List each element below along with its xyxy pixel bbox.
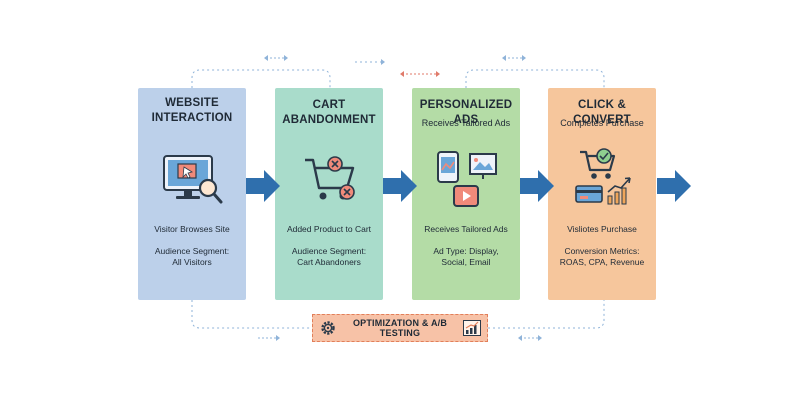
ads-channels-icon	[432, 148, 500, 210]
flow-arrow-icon	[657, 168, 693, 204]
stage-card-cart-abandonment: CART ABANDONMENT Added Product to Cart A…	[275, 88, 383, 300]
stage-title: WEBSITE INTERACTION	[151, 97, 233, 124]
segment-value: All Visitors	[172, 257, 212, 267]
metrics-label: Conversion Metrics:	[564, 246, 640, 256]
loop-line-bottom-right	[488, 300, 605, 329]
monitor-search-icon	[158, 148, 226, 210]
stage-title: CLICK & CONVERT	[573, 99, 631, 126]
ad-type-label: Ad Type: Display,	[433, 246, 499, 256]
stage-description: Visitor Browses Site	[154, 224, 230, 234]
stage-subtitle: Receives Tailored Ads	[421, 118, 511, 128]
flow-arrow-icon	[246, 168, 282, 204]
segment-label: Audience Segment:	[291, 246, 367, 256]
flow-arrow-icon	[520, 168, 556, 204]
segment-value: Cart Abandoners	[297, 257, 361, 267]
stage-title: PERSONALIZED ADS	[419, 99, 513, 126]
stage-subtitle: Completes Purchase	[560, 118, 644, 128]
stage-card-click-convert: CLICK & CONVERT Completes Purchase Visli…	[548, 88, 656, 300]
loop-line-bottom-left	[191, 300, 312, 329]
optimization-label: OPTIMIZATION & A/B TESTING	[352, 318, 448, 338]
stage-description: Visliotes Purchase	[567, 224, 637, 234]
stage-card-personalized-ads: PERSONALIZED ADS Receives Tailored Ads R…	[412, 88, 520, 300]
ad-type-value: Social, Email	[441, 257, 491, 267]
loop-line-top-right	[465, 69, 605, 88]
stage-description: Receives Tailored Ads	[424, 224, 508, 234]
gear-icon	[321, 321, 335, 335]
segment-label: Audience Segment:	[154, 246, 230, 256]
flow-arrow-icon	[383, 168, 419, 204]
purchase-growth-icon	[568, 148, 636, 210]
stage-card-website-interaction: WEBSITE INTERACTION Visitor Browses Site…	[138, 88, 246, 300]
metrics-value: ROAS, CPA, Revenue	[559, 257, 645, 267]
bar-chart-icon	[463, 320, 481, 336]
optimization-ab-testing-banner: OPTIMIZATION & A/B TESTING	[312, 314, 488, 342]
cart-abandon-icon	[295, 148, 363, 210]
stage-title: CART ABANDONMENT	[282, 99, 376, 126]
stage-description: Added Product to Cart	[286, 224, 372, 234]
loop-line-top-left	[191, 69, 331, 88]
